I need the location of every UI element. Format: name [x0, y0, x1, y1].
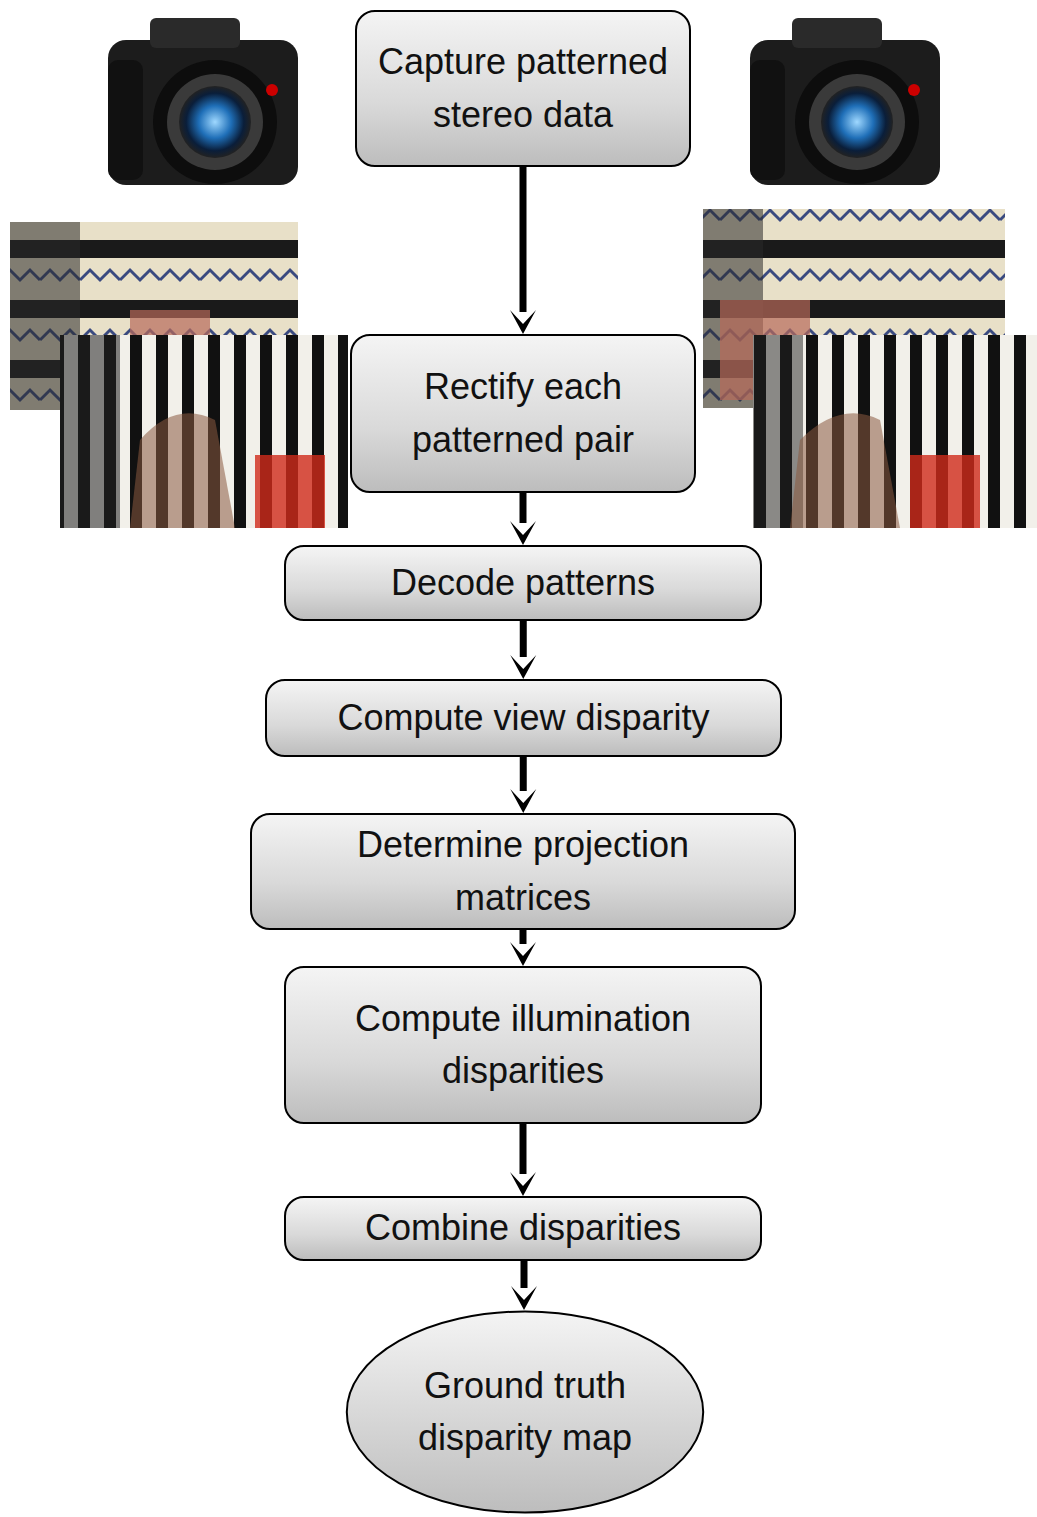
node-label: Rectify each patterned pair — [368, 361, 678, 465]
patterned-photo — [60, 335, 348, 528]
process-box: Combine disparities — [284, 1196, 762, 1261]
flow-arrow — [510, 621, 536, 679]
flow-arrow — [511, 1261, 537, 1310]
process-box: Compute illumination disparities — [284, 966, 762, 1124]
flow-arrow — [510, 493, 536, 545]
node-label: Combine disparities — [365, 1202, 681, 1254]
flow-arrow — [510, 757, 536, 813]
terminal-ellipse: Ground truth disparity map — [345, 1310, 705, 1514]
process-box: Determine projection matrices — [250, 813, 796, 930]
flow-arrow — [510, 1124, 536, 1196]
process-box: Rectify each patterned pair — [350, 334, 696, 493]
process-box: Decode patterns — [284, 545, 762, 621]
flow-arrow — [510, 930, 536, 966]
process-box: Capture patterned stereo data — [355, 10, 691, 167]
flow-arrow — [510, 167, 536, 334]
node-label: Determine projection matrices — [313, 819, 733, 923]
patterned-photo — [753, 335, 1037, 528]
camera-icon — [108, 18, 298, 185]
camera-icon — [750, 18, 940, 185]
node-label: Compute view disparity — [337, 692, 709, 744]
node-label: Capture patterned stereo data — [373, 36, 673, 140]
node-label: Compute illumination disparities — [313, 993, 733, 1097]
process-box: Compute view disparity — [265, 679, 782, 757]
ellipse-outline — [345, 1310, 705, 1514]
node-label: Ground truth disparity map — [405, 1360, 645, 1464]
node-label: Decode patterns — [391, 557, 655, 609]
